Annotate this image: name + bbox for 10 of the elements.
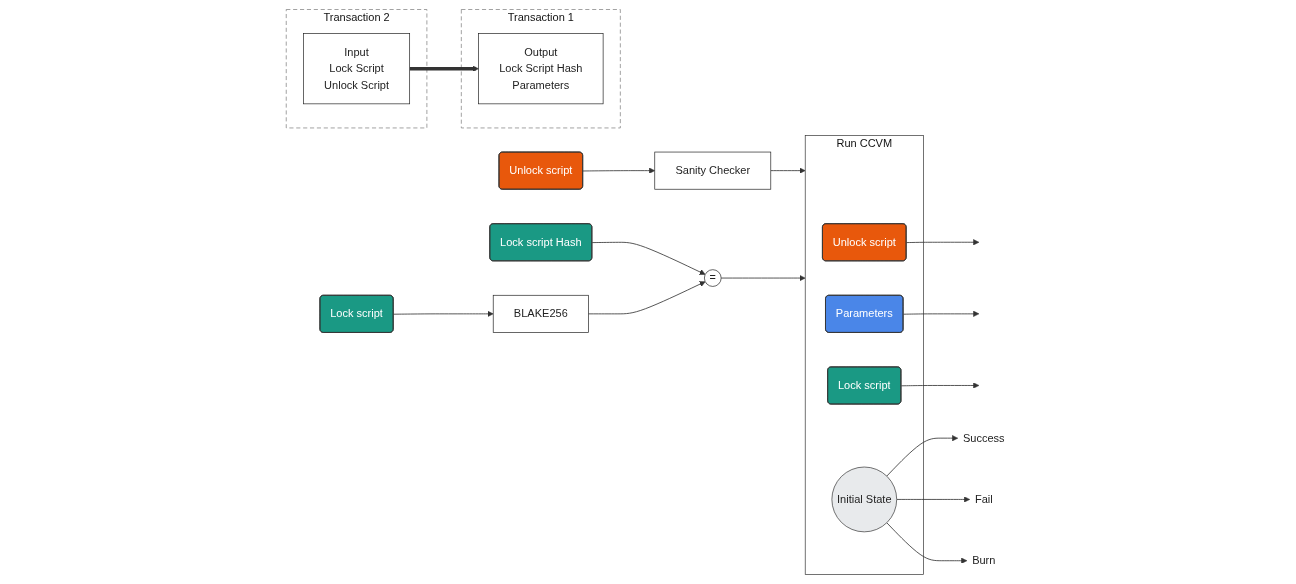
node-circle: Initial State — [831, 466, 898, 533]
node-text: Burn — [972, 554, 996, 567]
node-text: Fail — [974, 493, 993, 505]
node-circle: = — [704, 269, 722, 287]
node-text: Success — [962, 431, 1005, 444]
node-box: BLAKE256 — [492, 294, 589, 333]
arrow — [409, 65, 479, 72]
node-box: Output Lock Script Hash Parameters — [478, 33, 604, 105]
node-box: Sanity Checker — [654, 151, 772, 190]
node-box: Input Lock Script Unlock Script — [303, 33, 410, 105]
